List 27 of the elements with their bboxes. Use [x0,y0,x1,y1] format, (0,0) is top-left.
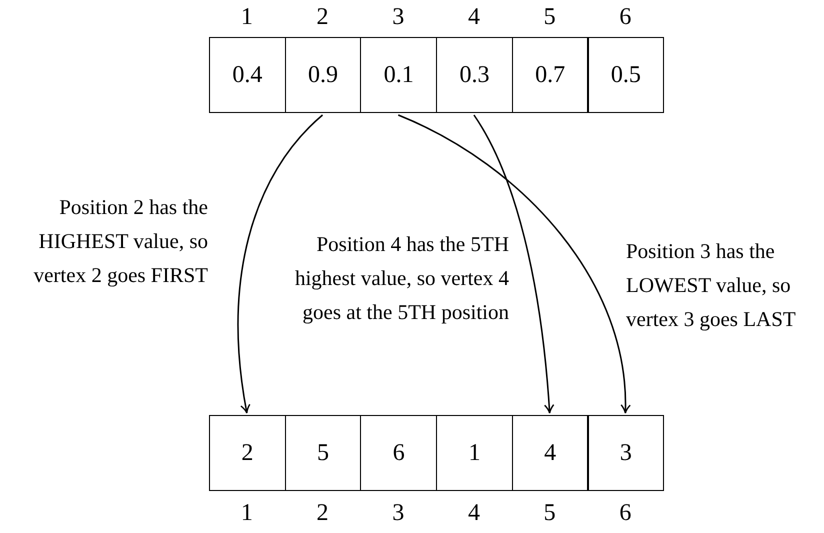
order-cell: 4 [512,415,588,491]
array-cell: 0.7 [512,37,588,113]
index-number: 2 [316,500,330,526]
array-cell: 0.1 [360,37,438,113]
index-number: 6 [618,4,632,30]
index-number: 6 [618,500,632,526]
array-cell: 0.3 [436,37,513,113]
annotation: Position 2 has the HIGHEST value, so vertex 2 goes FIRST [32,194,208,289]
index-number: 3 [391,500,406,526]
array-cell: 0.9 [284,37,362,113]
index-number: 4 [466,4,481,30]
index-number: 5 [542,4,557,30]
index-number: 2 [316,4,330,30]
array-cell: 0.5 [588,37,664,113]
annotation: Position 4 has the 5TH highest value, so vertex 4 goes at the 5TH position [294,231,509,326]
annotation: Position 3 has the LOWEST value, so vertex 3 goes LAST [626,238,797,333]
index-number: 4 [466,500,481,526]
order-cell: 6 [360,415,438,491]
order-cell: 2 [209,415,286,491]
order-cell: 3 [588,415,664,491]
index-number: 5 [542,500,557,526]
index-number: 1 [240,4,254,30]
index-number: 3 [391,4,406,30]
array-cell: 0.4 [209,37,286,113]
order-cell: 1 [436,415,513,491]
order-cell: 5 [284,415,362,491]
index-number: 1 [240,500,254,526]
